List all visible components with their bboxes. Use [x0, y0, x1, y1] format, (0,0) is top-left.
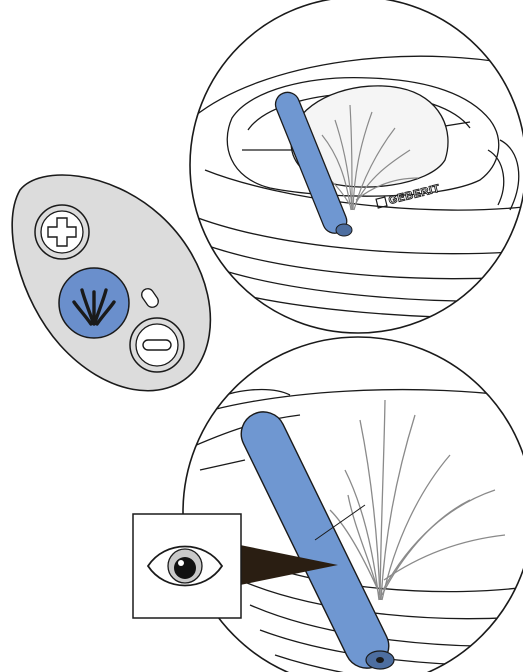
spray-button[interactable] — [59, 268, 129, 338]
plus-button[interactable] — [35, 205, 89, 259]
minus-button[interactable] — [130, 318, 184, 372]
bowl-overview-circle: GEBERIT — [190, 0, 523, 333]
remote-control — [12, 175, 210, 391]
nozzle-closeup-circle — [180, 337, 523, 672]
